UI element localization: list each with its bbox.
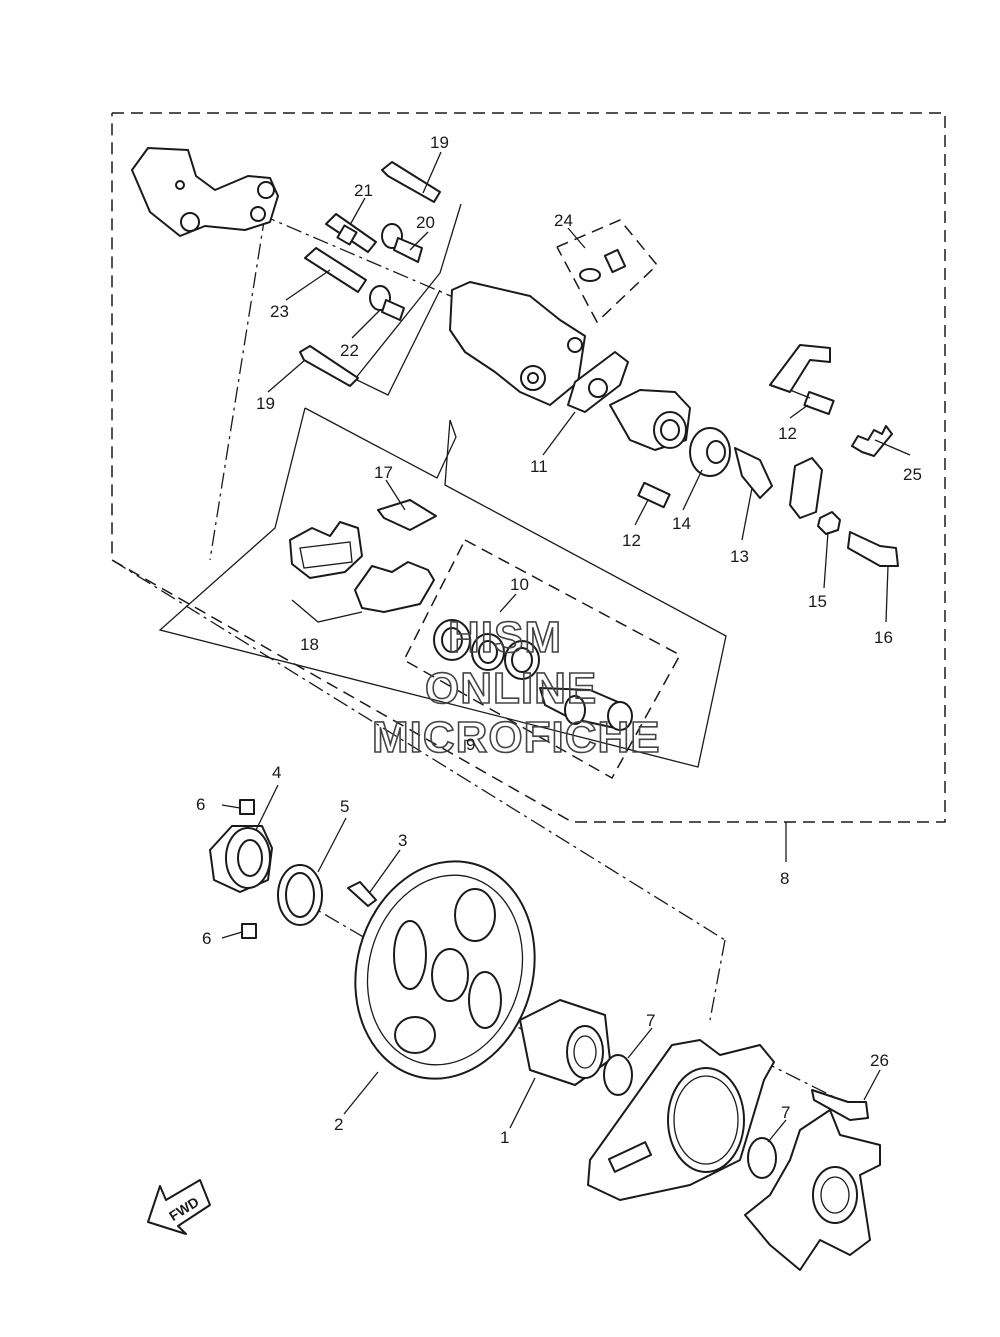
callout-labels: 19 21 20 24 23 22 19 11 12 25 17 12 14 1… (196, 133, 922, 1147)
watermark-line-1: HISM (448, 613, 562, 662)
adjuster-13 (734, 447, 773, 499)
axis-line-4 (111, 559, 726, 941)
callout-24: 24 (554, 211, 573, 230)
nut-15 (817, 511, 841, 535)
bolt-26 (811, 1089, 869, 1121)
pin-21 (325, 213, 377, 253)
callout-12: 12 (778, 424, 797, 443)
leader-lines (221, 151, 911, 1143)
brake-disc-2 (354, 860, 536, 1080)
spring-25 (851, 425, 893, 457)
brake-pad-b (354, 561, 435, 613)
callout-25: 25 (903, 465, 922, 484)
callout-1: 1 (500, 1128, 509, 1147)
lever-arm (789, 457, 823, 519)
hub-nut-4 (209, 825, 273, 893)
callout-17: 17 (374, 463, 393, 482)
callout-4: 4 (272, 763, 281, 782)
axis-line-2 (209, 214, 266, 561)
piston-seal-set (433, 619, 633, 731)
callout-6-lower: 6 (202, 929, 211, 948)
axis-line-5 (709, 939, 726, 1021)
bolt-16 (847, 531, 899, 567)
bolt-12-upper (789, 389, 835, 416)
axle-housing (587, 1039, 775, 1201)
boot-20 (381, 223, 423, 263)
grease-nipple-upper (239, 799, 255, 815)
parking-caliper-housing (609, 389, 691, 451)
watermark-line-2: ONLINE (425, 664, 597, 713)
brake-pad-a (289, 521, 363, 579)
callout-7-lower: 7 (781, 1103, 790, 1122)
callout-14: 14 (672, 514, 691, 533)
callout-20: 20 (416, 213, 435, 232)
callout-21: 21 (354, 181, 373, 200)
callout-3: 3 (398, 831, 407, 850)
watermark: HISM ONLINE MICROFICHE (371, 612, 661, 763)
axis-line-6 (759, 1059, 841, 1101)
caliper-bracket (131, 147, 279, 237)
bolt-19-lower (299, 345, 359, 387)
callout-13: 13 (730, 547, 749, 566)
callout-15: 15 (808, 592, 827, 611)
callout-10: 10 (510, 575, 529, 594)
callout-5: 5 (340, 797, 349, 816)
bolt-12-lower (637, 481, 671, 509)
seal-kit-boundary (403, 539, 682, 780)
washer-5 (277, 864, 323, 926)
callout-12-lower: 12 (622, 531, 641, 550)
callout-9: 9 (466, 735, 475, 754)
caliper-assembly-boundary (111, 112, 946, 823)
bolt-3 (347, 881, 377, 907)
callout-6-upper: 6 (196, 795, 205, 814)
caliper-body (449, 281, 586, 406)
o-ring-7-upper (603, 1054, 633, 1096)
callout-19: 19 (430, 133, 449, 152)
pad-spring-17 (377, 499, 437, 531)
callout-23: 23 (270, 302, 289, 321)
o-ring-7-lower (747, 1137, 777, 1179)
callout-2: 2 (334, 1115, 343, 1134)
pin-23 (304, 247, 367, 293)
bracket-12-upper (769, 344, 831, 393)
fwd-arrow-icon: FWD (147, 1179, 211, 1235)
callout-16: 16 (874, 628, 893, 647)
pad-group-outline (158, 407, 727, 768)
callout-18: 18 (300, 635, 319, 654)
callout-22: 22 (340, 341, 359, 360)
wheel-flange (744, 1109, 881, 1271)
bleed-screw-24 (579, 248, 627, 282)
bleed-kit-boundary (556, 219, 659, 324)
callout-26: 26 (870, 1051, 889, 1070)
boot-22 (369, 285, 405, 321)
bolt-19-upper (381, 161, 441, 203)
callout-11: 11 (530, 457, 548, 476)
hub-1 (519, 999, 611, 1086)
gasket-11 (567, 351, 629, 413)
grease-nipple-lower (241, 923, 257, 939)
callout-7-upper: 7 (646, 1011, 655, 1030)
seal-14 (689, 427, 731, 477)
watermark-line-3: MICROFICHE (372, 713, 661, 762)
callout-8: 8 (780, 869, 789, 888)
callout-19-lower: 19 (256, 394, 275, 413)
